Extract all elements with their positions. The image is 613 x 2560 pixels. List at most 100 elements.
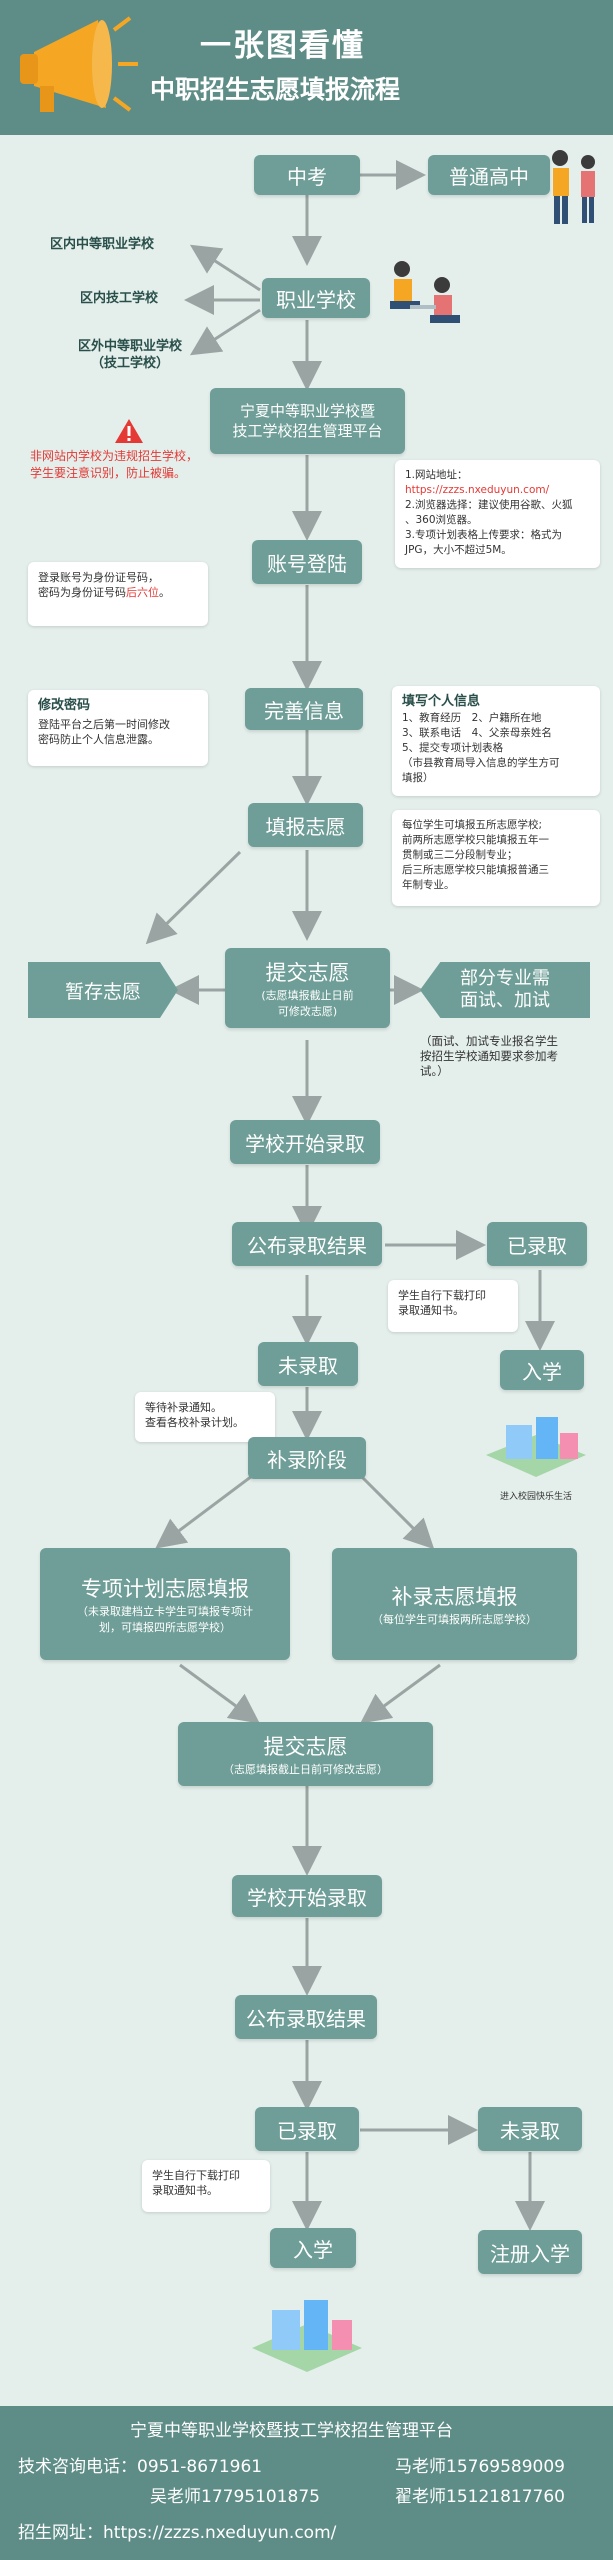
step-weiluqu-1: 未录取 [258, 1342, 358, 1386]
site-info-note: 1.网站地址： https://zzzs.nxeduyun.com/ 2.浏览器… [395, 460, 600, 568]
campus-illustration [486, 1417, 586, 1477]
school-type-quwai-line2: （技工学校） [90, 356, 169, 371]
footer-teacher2[interactable]: 吴老师17795101875 [150, 2487, 320, 2507]
site-line5: 3.专项计划表格上传要求：格式为 [405, 529, 563, 541]
login-note: 登录账号为身份证号码， 密码为身份证号码后六位。 [28, 562, 208, 626]
step-gongbu1-label: 公布录取结果 [247, 1233, 367, 1258]
step-zhiye-xuexiao: 职业学校 [262, 278, 370, 318]
step-zhuce-label: 注册入学 [490, 2241, 570, 2266]
footer-hotline: 技术咨询电话：0951-8671961 [18, 2452, 262, 2477]
interview-note-line3: 试。） [420, 1064, 449, 1078]
warning-line2: 学生要注意识别，防止被骗。 [30, 466, 187, 480]
footer-site-label: 招生网址： [18, 2523, 103, 2543]
footer-teacher1[interactable]: 马老师15769589009 [395, 2457, 565, 2477]
download-note2-line1: 学生自行下载打印 [152, 2169, 240, 2182]
login-note-line1: 登录账号为身份证号码， [38, 571, 159, 584]
footer-teacher3[interactable]: 翟老师15121817760 [395, 2487, 565, 2507]
step-tijiao-zhiyuan-1: 提交志愿 (志愿填报截止日前 可修改志愿) [225, 948, 390, 1028]
school-type-quwai-line1: 区外中等职业学校 [77, 339, 182, 354]
header-banner: 一张图看懂 中职招生志愿填报流程 [0, 0, 613, 135]
footer-site-url[interactable]: https://zzzs.nxeduyun.com/ [103, 2523, 337, 2543]
students-illustration [390, 261, 460, 323]
campus-caption: 进入校园快乐生活 [500, 1492, 573, 1502]
download-note-1: 学生自行下载打印 录取通知书。 [388, 1280, 518, 1332]
personal-info-line5: 填报） [402, 772, 434, 784]
footer-hotline-label: 技术咨询电话： [18, 2457, 137, 2477]
page-title: 一张图看懂 [200, 28, 365, 64]
warning-text: 非网站内学校为违规招生学校， 学生要注意识别，防止被骗。 [30, 448, 198, 482]
personal-info-line2: 3、联系电话 4、父亲母亲姓名 [402, 727, 552, 739]
step-bulu-label: 补录阶段 [267, 1447, 347, 1472]
school-type-quwai: 区外中等职业学校 （技工学校） [55, 338, 205, 372]
personal-info-line4: （市县教育局导入信息的学生方可 [402, 757, 560, 769]
wait-note-line1: 等待补录通知。 [145, 1401, 222, 1414]
site-url[interactable]: https://zzzs.nxeduyun.com/ [405, 484, 550, 496]
step-weiluqu-2: 未录取 [478, 2107, 582, 2151]
warning-line1: 非网站内学校为违规招生学校， [30, 449, 199, 463]
password-note: 修改密码 登陆平台之后第一时间修改 密码防止个人信息泄露。 [28, 690, 208, 766]
volunteer-rule-line3: 贯制或三二分段制专业； [402, 849, 518, 861]
step-kaishi-luqu-2: 学校开始录取 [232, 1875, 382, 1917]
step-tijiao2-label: 提交志愿 [263, 1735, 348, 1759]
volunteer-rule-line5: 年制专业。 [402, 879, 455, 891]
step-tijiao2-sub: （志愿填报截止日前可修改志愿） [223, 1763, 388, 1776]
step-tianbao-zhiyuan: 填报志愿 [248, 803, 363, 847]
footer-hotline-number[interactable]: 0951-8671961 [137, 2457, 263, 2477]
step-wanshan-xinxi: 完善信息 [245, 688, 363, 730]
site-line6: JPG，大小不超过5M。 [405, 544, 512, 556]
step-zhiye-label: 职业学校 [276, 287, 356, 312]
step-putong-gaozhong: 普通高中 [428, 155, 550, 195]
step-yiluqu2-label: 已录取 [277, 2118, 337, 2143]
volunteer-rule-line4: 后三所志愿学校只能填报普通三 [402, 864, 549, 876]
step-gongbu2-label: 公布录取结果 [246, 2006, 366, 2031]
step-zhuanxiang-sub2: 划，可填报四所志愿学校） [99, 1621, 231, 1634]
step-ruxue1-label: 入学 [522, 1359, 562, 1384]
download-note1-line2: 录取通知书。 [398, 1304, 464, 1317]
step-zhuanxiang-jihua: 专项计划志愿填报 （未录取建档立卡学生可填报专项计 划，可填报四所志愿学校） [40, 1548, 290, 1660]
step-yiluqu1-label: 已录取 [507, 1233, 567, 1258]
step-tijiao1-sub1: (志愿填报截止日前 [261, 989, 354, 1002]
step-zhongkao-label: 中考 [287, 164, 327, 189]
step-kaishi2-label: 学校开始录取 [247, 1885, 367, 1910]
school-type-qunei-zhongzhi: 区内中等职业学校 [50, 237, 155, 252]
step-ruxue-2: 入学 [270, 2228, 356, 2268]
step-tijiao1-sub2: 可修改志愿) [277, 1005, 338, 1018]
download-note1-line1: 学生自行下载打印 [398, 1289, 486, 1302]
step-platform: 宁夏中等职业学校暨 技工学校招生管理平台 [210, 388, 405, 454]
step-login: 账号登陆 [252, 540, 362, 584]
campus-illustration [252, 2300, 362, 2372]
step-wanshan-label: 完善信息 [264, 698, 344, 723]
step-ruxue2-label: 入学 [293, 2237, 333, 2262]
personal-info-line3: 5、提交专项计划表格 [402, 742, 504, 754]
step-putong-label: 普通高中 [449, 164, 529, 189]
footer-contact: 宁夏中等职业学校暨技工学校招生管理平台 技术咨询电话：0951-8671961 … [0, 2406, 613, 2560]
login-note-end: 。 [159, 586, 170, 599]
wait-note-line2: 查看各校补录计划。 [145, 1416, 244, 1429]
step-zhuce-ruxue: 注册入学 [478, 2230, 582, 2274]
interview-note-line1: （面试、加试专业报名学生 [420, 1034, 558, 1048]
school-type-qunei-jigong: 区内技工学校 [80, 291, 159, 306]
step-bufen-zhuanye: 部分专业需 面试、加试 [420, 962, 590, 1018]
volunteer-rules-note: 每位学生可填报五所志愿学校; 前两所志愿学校只能填报五年一 贯制或三二分段制专业… [392, 810, 600, 906]
step-yiluqu-1: 已录取 [487, 1222, 587, 1266]
personal-info-line1: 1、教育经历 2、户籍所在地 [402, 712, 542, 724]
volunteer-rule-line1: 每位学生可填报五所志愿学校; [402, 819, 543, 831]
students-illustration [552, 150, 595, 224]
personal-info-note: 填写个人信息 1、教育经历 2、户籍所在地 3、联系电话 4、父亲母亲姓名 5、… [392, 686, 600, 796]
step-zancun-zhiyuan: 暂存志愿 [28, 962, 178, 1018]
page-subtitle: 中职招生志愿填报流程 [150, 75, 401, 104]
personal-info-title: 填写个人信息 [402, 694, 481, 709]
site-line1: 1.网站地址： [405, 469, 468, 481]
step-bulu-zhiyuan: 补录志愿填报 （每位学生可填报两所志愿学校） [332, 1548, 577, 1660]
login-note-highlight: 后六位 [126, 586, 159, 599]
step-ruxue-1: 入学 [500, 1350, 584, 1390]
step-tijiao1-label: 提交志愿 [265, 961, 350, 985]
site-line3: 2.浏览器选择：建议使用谷歌、火狐 [405, 499, 573, 511]
step-tianbao-label: 填报志愿 [265, 814, 346, 839]
warning-icon [115, 419, 143, 443]
platform-line2: 技工学校招生管理平台 [232, 422, 383, 440]
step-tijiao-zhiyuan-2: 提交志愿 （志愿填报截止日前可修改志愿） [178, 1722, 433, 1786]
footer-site: 招生网址：https://zzzs.nxeduyun.com/ [18, 2518, 336, 2543]
site-line4: 、360浏览器。 [405, 514, 478, 526]
